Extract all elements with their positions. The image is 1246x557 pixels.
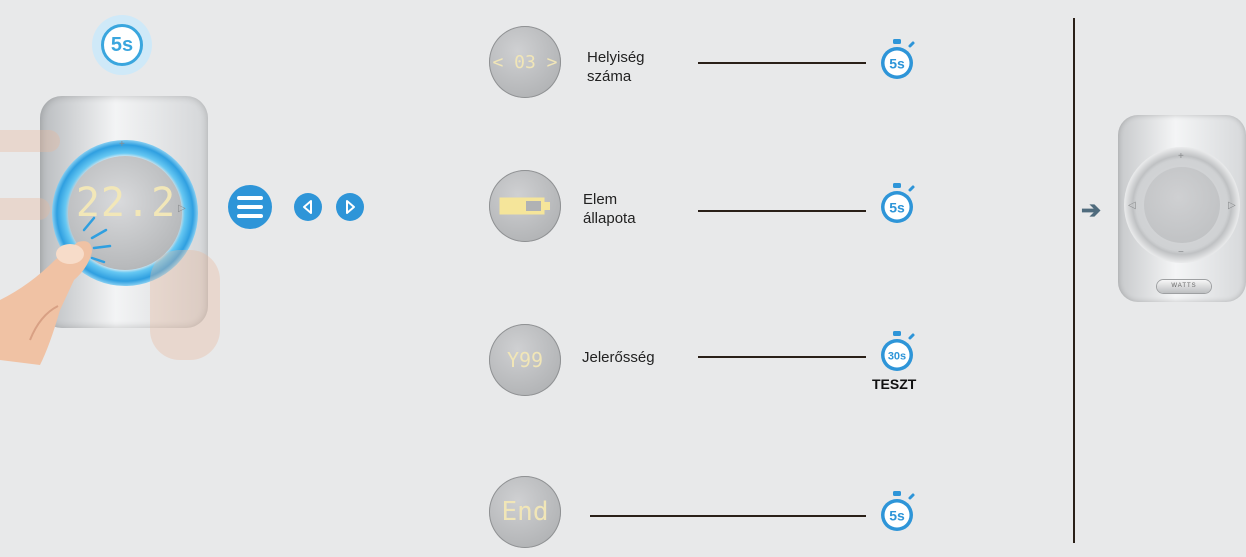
end-display: End: [489, 476, 561, 548]
brand-logo: WATTS: [1157, 280, 1211, 293]
dial-right-mark: ▷: [1228, 200, 1236, 211]
battery-icon: [499, 197, 550, 215]
timer-5s-icon: 5s: [881, 39, 915, 79]
hand-press-illustration: [0, 130, 220, 365]
dial-plus-mark: +: [119, 139, 125, 150]
room-number-label: Helyiség száma: [587, 48, 645, 86]
svg-text:5s: 5s: [889, 56, 905, 72]
svg-text:30s: 30s: [888, 351, 906, 363]
battery-label-line2: állapota: [583, 210, 636, 227]
connector-line: [698, 210, 866, 212]
dial-face-result: [1144, 167, 1220, 243]
room-number-label-line2: száma: [587, 68, 632, 85]
timer-5s-icon: 5s: [881, 183, 915, 223]
dial-minus-mark: −: [1178, 247, 1184, 258]
menu-icon[interactable]: [228, 185, 272, 229]
vertical-divider: [1073, 18, 1075, 543]
connector-line: [698, 356, 866, 358]
timer-30s-icon: 30s: [881, 331, 915, 371]
battery-label-line1: Elem: [583, 191, 618, 208]
timer-5s-icon: 5s: [881, 491, 915, 531]
timer-5s-badge: 5s: [92, 15, 152, 75]
dial-plus-mark: +: [1178, 151, 1184, 162]
connector-line: [698, 62, 866, 64]
right-arrow-icon[interactable]: [336, 193, 364, 221]
battery-display: [489, 170, 561, 242]
timer-5s-label: 5s: [101, 24, 143, 66]
svg-text:5s: 5s: [889, 508, 905, 524]
left-arrow-icon[interactable]: [294, 193, 322, 221]
dial-left-mark: ◁: [1128, 200, 1136, 211]
signal-label: Jelerősség: [582, 349, 655, 366]
dial-right-mark: ▷: [178, 203, 186, 214]
connector-line: [590, 515, 866, 517]
svg-text:5s: 5s: [889, 200, 905, 216]
room-number-display: < 03 >: [489, 26, 561, 98]
room-number-label-line1: Helyiség: [587, 49, 645, 66]
teszt-label: TESZT: [872, 376, 917, 392]
battery-label: Elem állapota: [583, 190, 636, 228]
right-arrow-icon: ➔: [1081, 197, 1102, 224]
signal-display: Y99: [489, 324, 561, 396]
